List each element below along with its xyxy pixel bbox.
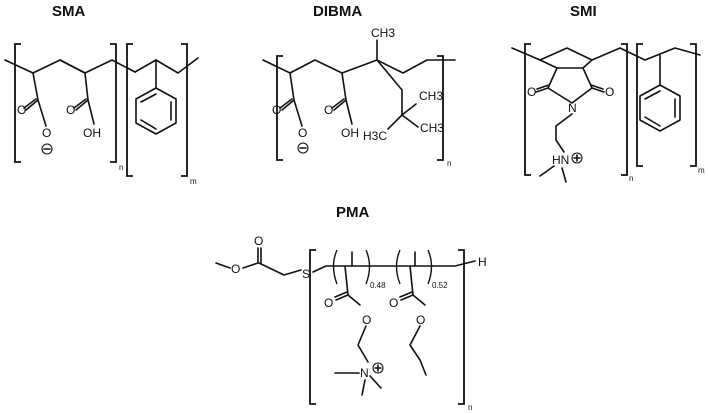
sma-backbone-styrene	[134, 57, 199, 74]
smi-subscript-n: n	[629, 174, 633, 183]
pma-ester1-carbon	[344, 265, 361, 306]
smi-plus-sign	[573, 154, 581, 162]
smi-backbone	[511, 47, 701, 61]
smi-ring-links	[539, 59, 593, 69]
pma-plus-sign	[374, 364, 382, 372]
pma-subscript-n: n	[468, 403, 472, 412]
smi-subscript-m: m	[698, 166, 705, 175]
sma-acid-bonds	[59, 59, 95, 125]
pma-o-c1: O	[324, 296, 333, 310]
pma-o-c1-ether: O	[362, 313, 371, 327]
smi-carbonyl-right	[590, 84, 605, 93]
pma-methoxy-bond	[215, 262, 231, 269]
pma-ester-carbon	[242, 247, 259, 269]
pma-title: PMA	[336, 204, 370, 221]
dibma-acid-bonds	[333, 72, 353, 125]
smi-bracket-2-right	[690, 43, 697, 167]
sma-o-carbonyl-2: O	[66, 103, 75, 117]
dibma-structure: DIBMA n O O O OH CH3 CH3 CH3 H3C	[262, 3, 456, 168]
pma-ester2-double	[399, 291, 414, 301]
sma-structure: SMA n m O O O OH	[4, 3, 199, 186]
pma-structure: PMA O O S H n 0.48 0.52 O O N	[215, 204, 487, 412]
sma-o-carbonyl-1: O	[17, 103, 26, 117]
pma-paren-1-right	[365, 249, 371, 285]
smi-bracket-1-right	[621, 43, 628, 176]
smi-phenyl-double-bonds	[644, 90, 676, 127]
pma-o-c2-ether: O	[416, 313, 425, 327]
dibma-subscript-n: n	[447, 159, 451, 168]
sma-oh: OH	[83, 126, 101, 140]
dibma-carboxylate-bonds	[281, 72, 303, 127]
smi-structure: SMI n m O O N HN	[511, 3, 705, 183]
sma-bracket-1-right	[110, 43, 117, 163]
pma-fraction-1: 0.48	[370, 281, 386, 290]
sma-subscript-m: m	[190, 177, 197, 186]
dibma-methyl-right-2: CH3	[420, 121, 444, 135]
sma-bracket-1-left	[14, 43, 21, 163]
pma-trimethyl-bonds	[334, 372, 382, 396]
dibma-title: DIBMA	[313, 3, 362, 20]
pma-butyl-chain	[409, 325, 427, 376]
pma-o-ester-top: O	[254, 234, 263, 248]
sma-phenyl-double-bonds	[140, 93, 172, 130]
sma-bracket-2-right	[181, 43, 188, 177]
pma-methyl-stubs	[351, 251, 416, 267]
sma-carboxylate-double	[23, 98, 37, 109]
pma-ethylene-chain	[357, 325, 369, 363]
dibma-o-carbonyl-1: O	[272, 103, 281, 117]
dibma-acid-double	[331, 98, 345, 109]
smi-propyl-chain	[555, 113, 573, 153]
pma-paren-2-left	[395, 249, 401, 285]
pma-sulfur: S	[302, 267, 310, 281]
pma-h-end: H	[478, 255, 487, 269]
pma-ester2-carbon	[409, 265, 426, 306]
smi-n-ring: N	[568, 101, 577, 115]
pma-bracket-left	[309, 249, 316, 405]
smi-bracket-1-left	[524, 43, 531, 176]
smi-dimethyl-bonds	[539, 165, 567, 183]
sma-title: SMA	[52, 3, 86, 20]
smi-title: SMI	[570, 3, 597, 20]
dibma-carboxylate-double	[279, 98, 293, 109]
dibma-tbutyl-bonds	[376, 59, 419, 130]
dibma-bracket-left	[276, 55, 283, 161]
pma-fraction-2: 0.52	[432, 281, 448, 290]
pma-backbone	[312, 260, 476, 273]
smi-carbonyl-left	[535, 84, 550, 93]
smi-bracket-2-left	[636, 43, 643, 167]
smi-imide-ring	[547, 67, 593, 104]
smi-hn-plus: HN	[552, 153, 569, 167]
pma-paren-1-left	[332, 249, 338, 285]
pma-paren-2-right	[427, 249, 433, 285]
smi-phenyl-ring	[639, 84, 681, 132]
sma-carboxylate-bonds	[25, 72, 47, 127]
sma-o-minus: O	[42, 126, 51, 140]
smi-o-right: O	[605, 85, 614, 99]
pma-bracket-right	[458, 249, 465, 405]
dibma-methyl-right-1: CH3	[419, 89, 443, 103]
dibma-bracket-right	[437, 55, 444, 161]
pma-o-c2: O	[389, 296, 398, 310]
smi-o-left: O	[527, 85, 536, 99]
dibma-methyl-left: H3C	[363, 129, 387, 143]
sma-acid-double	[73, 98, 87, 109]
dibma-oh: OH	[341, 126, 359, 140]
dibma-o-minus: O	[298, 126, 307, 140]
sma-bracket-2-left	[126, 43, 133, 177]
dibma-o-carbonyl-2: O	[324, 103, 333, 117]
dibma-backbone	[262, 59, 456, 74]
pma-n-plus: N	[360, 366, 369, 380]
dibma-methyl-top: CH3	[371, 26, 395, 40]
pma-ester1-double	[334, 291, 349, 301]
sma-subscript-n: n	[119, 163, 123, 172]
sma-phenyl-ring	[135, 87, 177, 135]
pma-ethyl-linker	[258, 262, 302, 276]
pma-o-ether-end: O	[231, 262, 240, 276]
